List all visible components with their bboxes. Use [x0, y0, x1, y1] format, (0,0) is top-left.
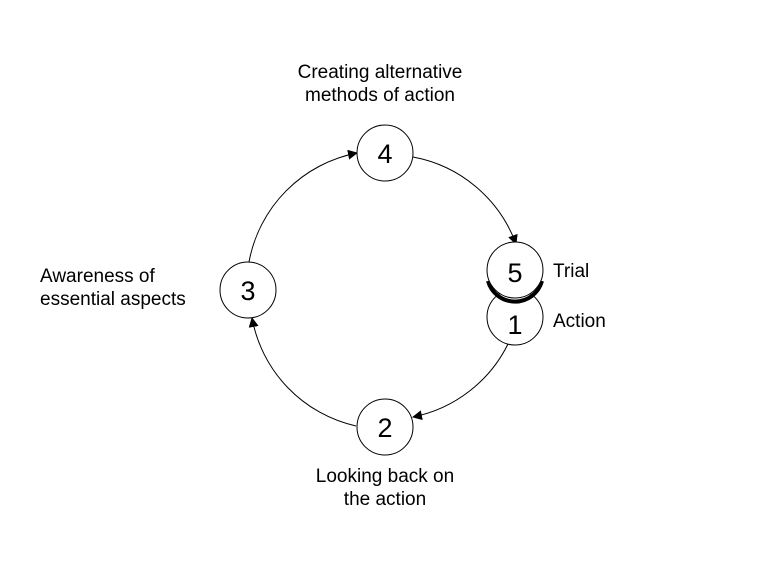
step-5-label: Trial	[553, 261, 590, 282]
step-3-label-line1: Awareness of	[40, 266, 155, 287]
step-5-node: 5	[486, 241, 544, 304]
arc-2-to-3	[248, 317, 357, 427]
step-3-node: 3	[219, 261, 277, 319]
step-2-label-line1: Looking back on	[315, 466, 455, 487]
step-4-number: 4	[377, 139, 392, 169]
step-5-shadow-rim	[486, 280, 544, 304]
step-4-node: 4	[356, 124, 414, 182]
step-3-number: 3	[240, 276, 255, 306]
step-2-label: Looking back on the action	[270, 465, 500, 511]
step-5-number: 5	[507, 258, 522, 288]
step-4-label-line2: methods of action	[305, 85, 455, 106]
arc-4-to-5	[412, 156, 518, 245]
step-1-label: Action	[553, 311, 606, 332]
step-3-label: Awareness of essential aspects	[40, 265, 186, 311]
arc-1-to-2	[412, 343, 509, 421]
step-1-node: 1	[486, 288, 544, 346]
step-4-label-line1: Creating alternative	[297, 62, 463, 83]
step-3-label-line2: essential aspects	[40, 289, 186, 310]
step-1-number: 1	[507, 310, 522, 340]
arc-3-to-4	[248, 149, 358, 263]
step-4-label: Creating alternative methods of action	[255, 61, 505, 107]
step-2-node: 2	[356, 398, 414, 456]
step-2-label-line2: the action	[343, 489, 427, 510]
step-2-number: 2	[377, 413, 392, 443]
